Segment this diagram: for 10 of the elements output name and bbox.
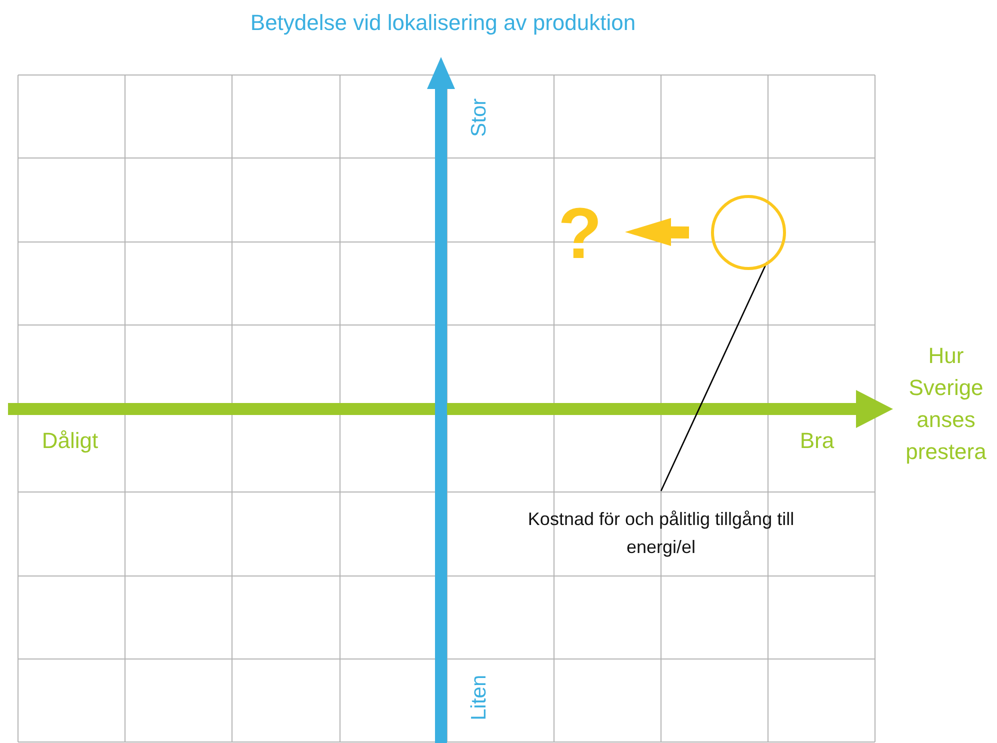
annotation-text: Kostnad för och pålitlig tillgång till energi/el xyxy=(496,505,826,561)
axis-label: Dåligt xyxy=(40,428,100,454)
arrow xyxy=(625,218,690,246)
axis-label: Stor xyxy=(466,97,492,139)
axis-label: Bra xyxy=(798,428,836,454)
question-mark: ? xyxy=(558,198,600,268)
axis-label: Liten xyxy=(466,674,492,722)
circle-marker xyxy=(711,195,786,270)
axis-title: Betydelse vid lokalisering av produktion xyxy=(249,10,637,36)
axis-label: Hur Sverige anses prestera xyxy=(904,342,988,466)
